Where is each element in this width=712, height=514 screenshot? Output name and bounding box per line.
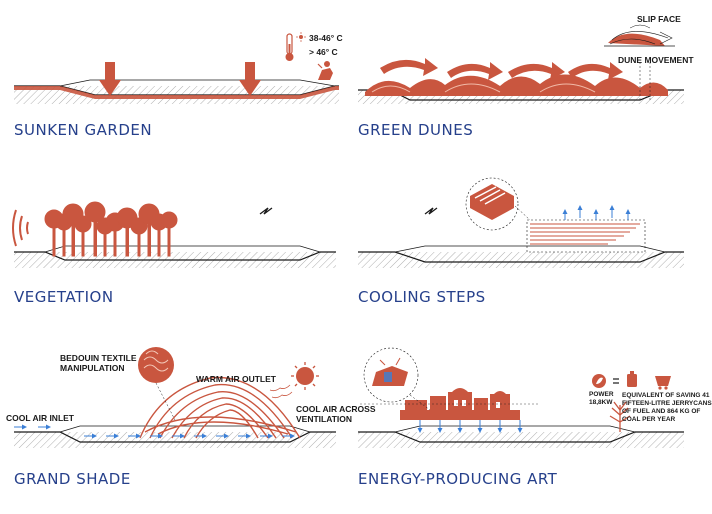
art-structure-windows	[454, 400, 500, 408]
tree-icon	[609, 401, 631, 432]
sun-icon	[291, 362, 319, 390]
sunken-garden-title: SUNKEN GARDEN	[14, 121, 153, 139]
wind-zigzag-icon	[259, 207, 273, 215]
sunken-fill	[14, 86, 339, 99]
power-leaf-icon	[592, 374, 606, 388]
ground-hatch	[358, 252, 684, 268]
cooling-steps-panel	[358, 177, 684, 268]
textile-label: BEDOUIN TEXTILE MANIPULATION	[60, 353, 137, 373]
sun-small-icon	[296, 32, 306, 42]
cool-inlet-label: COOL AIR INLET	[6, 413, 74, 423]
palm-trees	[44, 201, 178, 257]
down-arrow-left	[99, 62, 121, 96]
jerrycan-icon	[627, 371, 637, 387]
shade-ground-profile	[14, 431, 336, 443]
green-dunes-title: GREEN DUNES	[358, 121, 474, 139]
textile-canopy	[139, 376, 301, 439]
ground-hatch	[358, 432, 684, 448]
cool-across-label: COOL AIR ACROSS VENTILATION	[296, 404, 376, 424]
downward-cool-arrows	[417, 420, 523, 433]
vegetation-title: VEGETATION	[14, 288, 114, 306]
dune-waves	[365, 74, 668, 96]
warm-air-label: WARM AIR OUTLET	[196, 374, 276, 384]
temp-extreme-label: > 46° C	[309, 47, 338, 57]
sound-wave-icon	[12, 209, 29, 247]
grand-shade-title: GRAND SHADE	[14, 470, 131, 488]
canopy-line	[59, 79, 336, 87]
cooling-ground-profile	[358, 251, 684, 263]
art-structure	[400, 388, 520, 420]
saving-label: EQUIVALENT OF SAVING 41 FIFTEEN-LITRE JE…	[622, 392, 712, 423]
textile-pattern-icon	[138, 347, 174, 383]
dune-movement-label: DUNE MOVEMENT	[618, 55, 694, 65]
cooling-steps-title: COOLING STEPS	[358, 288, 486, 306]
down-arrow-right	[239, 62, 261, 96]
vegetation-ground-profile	[14, 251, 336, 261]
dune-movement-arrows	[380, 58, 623, 80]
drinking-person-icon	[317, 61, 333, 80]
coal-cart-icon	[655, 376, 671, 390]
energy-art-panel	[358, 347, 684, 448]
cooling-inset	[465, 177, 519, 231]
energy-inset	[363, 347, 419, 403]
heat-rays	[269, 384, 293, 399]
rising-cool-arrows	[562, 205, 631, 220]
thermometer-icon	[285, 33, 294, 61]
energy-art-title: ENERGY-PRODUCING ART	[358, 470, 558, 488]
energy-ground-profile	[358, 431, 684, 443]
slip-face-inset	[604, 24, 675, 47]
green-dunes-panel	[358, 24, 684, 104]
vegetation-panel	[12, 201, 336, 268]
grand-shade-panel	[14, 347, 336, 448]
equals-sign	[613, 378, 619, 384]
slip-face-label: SLIP FACE	[637, 14, 681, 24]
cooling-steps-structure	[530, 223, 640, 245]
wind-zigzag-icon	[424, 207, 438, 215]
sunken-garden-panel	[14, 32, 339, 104]
cool-air-arrows	[14, 424, 295, 439]
power-label: POWER 18,8KW	[589, 391, 614, 406]
temp-high-label: 38-46° C	[309, 33, 343, 43]
